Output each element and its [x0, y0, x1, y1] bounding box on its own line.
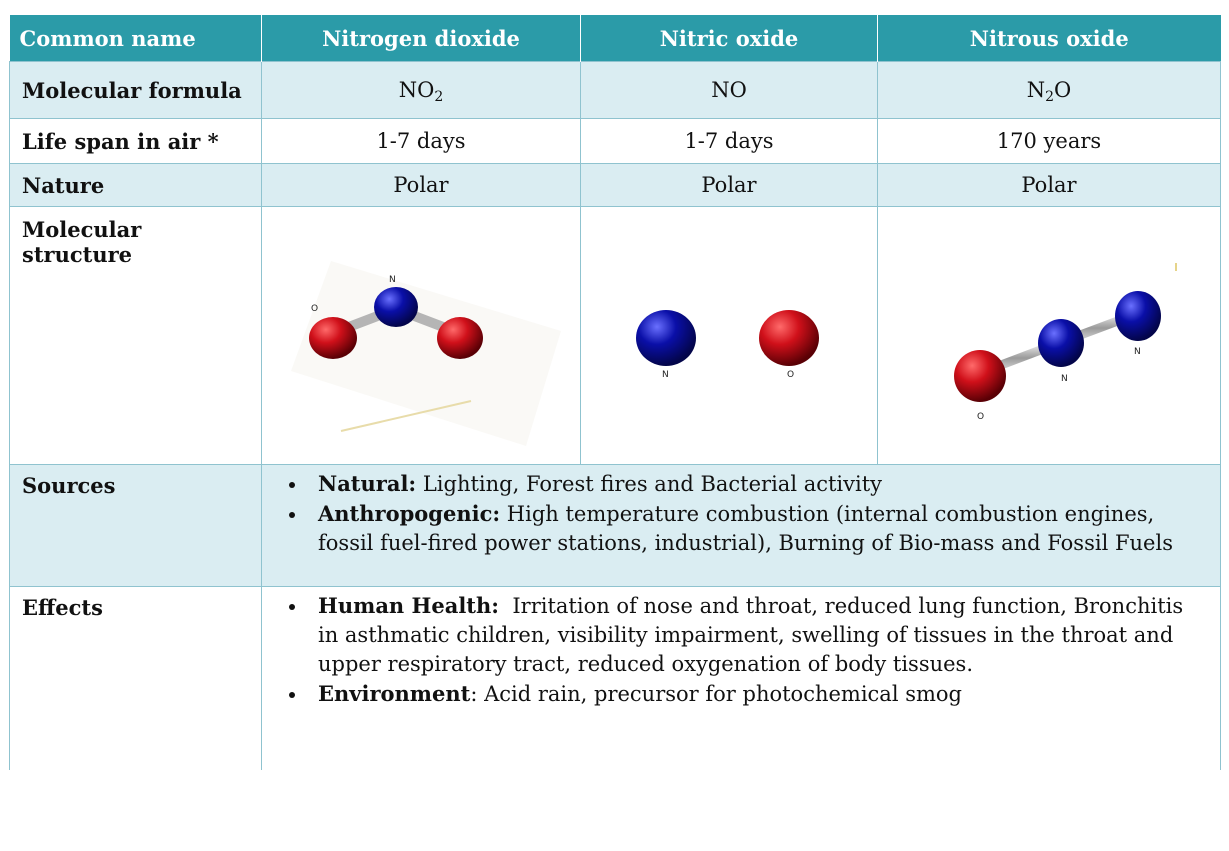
lifespan-n2o: 170 years — [877, 118, 1221, 164]
svg-text:N: N — [662, 370, 669, 380]
header-row: Common name Nitrogen dioxide Nitric oxid… — [9, 15, 1221, 62]
formula-no: NO — [580, 61, 878, 119]
formula-label: Molecular formula — [9, 61, 262, 119]
lifespan-row: Life span in air * 1-7 days 1-7 days 170… — [9, 118, 1221, 164]
no2-molecule-image: O N — [261, 206, 581, 465]
formula-no2: NO2 — [261, 61, 581, 119]
svg-text:O: O — [311, 304, 318, 314]
list-item: Human Health: Irritation of nose and thr… — [308, 591, 1198, 679]
header-nitrous-oxide: Nitrous oxide — [877, 15, 1221, 62]
header-nitric-oxide: Nitric oxide — [580, 15, 878, 62]
effects-list: Human Health: Irritation of nose and thr… — [274, 587, 1208, 709]
n2o-molecule-icon: O N N — [954, 262, 1177, 422]
lifespan-no2: 1-7 days — [261, 118, 581, 164]
lifespan-no: 1-7 days — [580, 118, 878, 164]
lifespan-label: Life span in air * — [9, 118, 262, 164]
sources-content: Natural: Lighting, Forest fires and Bact… — [261, 464, 1221, 587]
svg-text:N: N — [1061, 374, 1068, 384]
list-item: Anthropogenic: High temperature combusti… — [308, 499, 1198, 558]
nature-label: Nature — [9, 163, 262, 207]
no2-molecule-icon: O N — [291, 260, 561, 446]
effects-content: Human Health: Irritation of nose and thr… — [261, 586, 1221, 770]
formula-row: Molecular formula NO2 NO N2O — [9, 61, 1221, 119]
nature-row: Nature Polar Polar Polar — [9, 163, 1221, 207]
header-nitrogen-dioxide: Nitrogen dioxide — [261, 15, 581, 62]
nature-n2o: Polar — [877, 163, 1221, 207]
structure-label: Molecular structure — [9, 206, 262, 465]
list-item: Natural: Lighting, Forest fires and Bact… — [308, 469, 1198, 499]
no-molecule-image: N O — [580, 206, 878, 465]
nature-no: Polar — [580, 163, 878, 207]
sources-list: Natural: Lighting, Forest fires and Bact… — [274, 465, 1208, 558]
svg-text:N: N — [389, 275, 396, 285]
svg-text:O: O — [977, 412, 984, 422]
sources-label: Sources — [9, 464, 262, 587]
sources-row: Sources Natural: Lighting, Forest fires … — [9, 464, 1221, 587]
effects-label: Effects — [9, 586, 262, 770]
svg-text:N: N — [1134, 347, 1141, 357]
header-common-name: Common name — [9, 15, 262, 62]
list-item: Environment: Acid rain, precursor for ph… — [308, 679, 1198, 709]
effects-row: Effects Human Health: Irritation of nose… — [9, 586, 1221, 770]
no-molecule-icon: N O — [636, 309, 819, 380]
n2o-molecule-image: O N N — [877, 206, 1221, 465]
formula-n2o: N2O — [877, 61, 1221, 119]
structure-row: Molecular structure — [9, 206, 1221, 465]
nature-no2: Polar — [261, 163, 581, 207]
nox-comparison-table: Common name Nitrogen dioxide Nitric oxid… — [9, 15, 1221, 770]
svg-text:O: O — [787, 370, 794, 380]
